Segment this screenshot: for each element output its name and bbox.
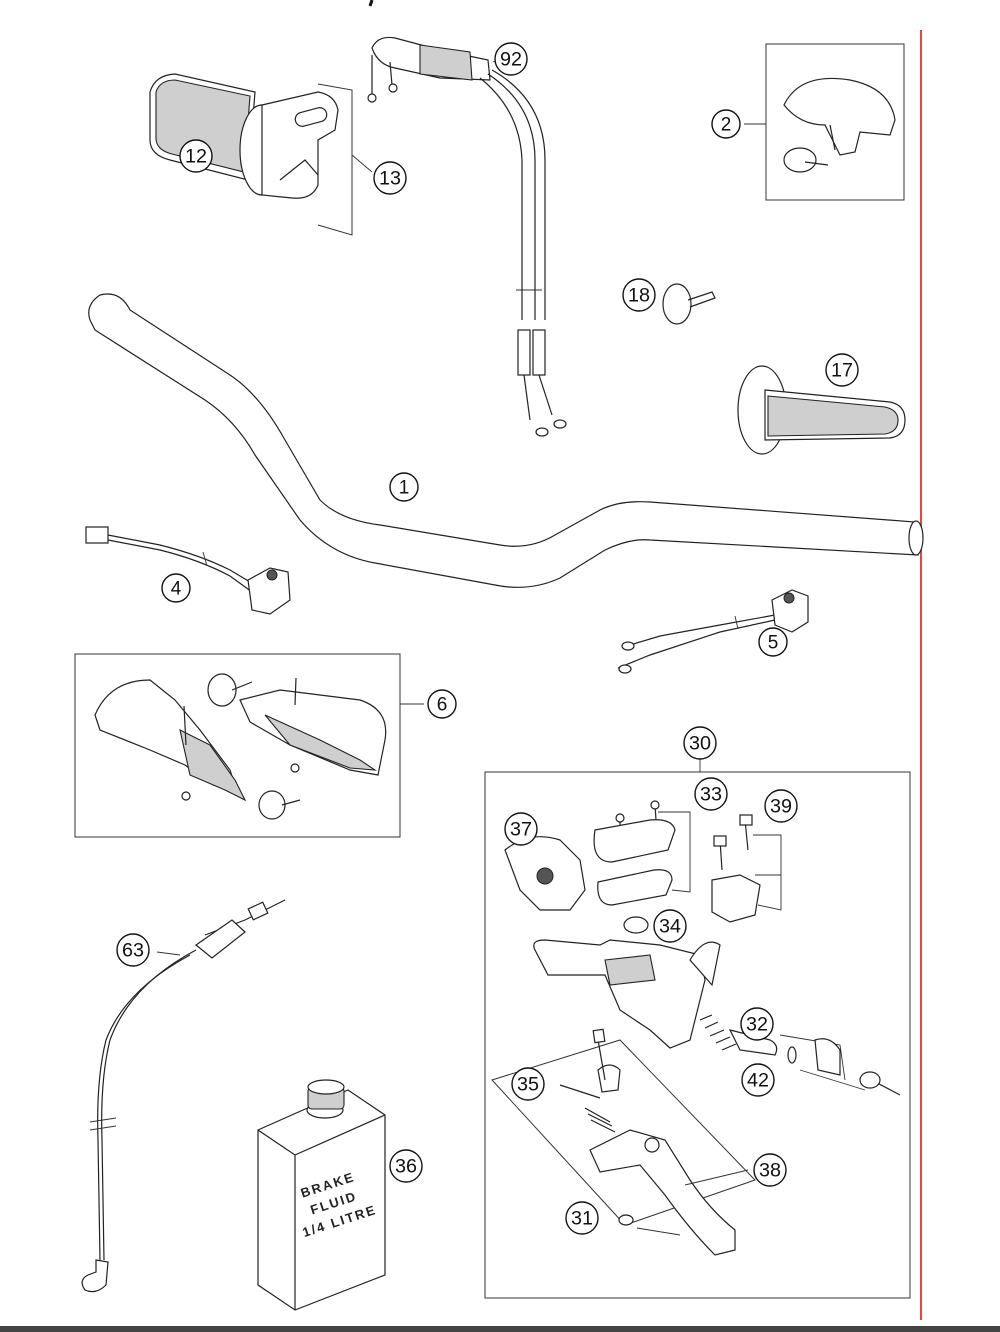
callout-number: 6: [437, 695, 448, 716]
bottom-bar: [0, 1326, 1000, 1332]
callout-number: 92: [500, 50, 522, 71]
callout-number: 1: [399, 478, 410, 499]
callout-number: 37: [510, 820, 532, 841]
callout-number: 12: [185, 147, 207, 168]
switch-right-part: [617, 589, 809, 674]
callout-number: 39: [770, 797, 792, 818]
master-cylinder-assembly: [484, 757, 911, 1299]
callout-circle: [389, 1149, 423, 1183]
callout-circle: [758, 627, 788, 657]
callout-number: 5: [768, 633, 779, 654]
callout-number: 36: [395, 1157, 417, 1178]
callout-circle: [116, 933, 150, 967]
callout-circle: [825, 353, 859, 387]
brake-fluid-can-part: [257, 1079, 386, 1311]
callout-number: 38: [759, 1161, 781, 1182]
callout-circle: [711, 109, 741, 139]
callout-31: 31: [565, 1201, 599, 1235]
callout-33: 33: [694, 777, 728, 811]
callout-number: 32: [746, 1015, 768, 1036]
callout-number: 34: [659, 917, 681, 938]
callout-30: 30: [683, 726, 717, 760]
switch-left-part: [85, 526, 291, 615]
callout-63: 63: [116, 933, 150, 967]
top-artifact: [368, 0, 374, 7]
callout-92: 92: [494, 42, 528, 76]
callout-36: 36: [389, 1149, 423, 1183]
callout-circle: [741, 1063, 775, 1097]
callout-circle: [565, 1201, 599, 1235]
callout-number: 33: [700, 785, 722, 806]
callout-13: 13: [373, 161, 407, 195]
callout-35: 35: [511, 1067, 545, 1101]
callout-circle: [764, 789, 798, 823]
callout-2: 2: [711, 109, 741, 139]
callout-number: 17: [831, 361, 853, 382]
callout-32: 32: [740, 1007, 774, 1041]
throttle-cables-part: [367, 36, 567, 437]
callout-5: 5: [758, 627, 788, 657]
callout-number: 18: [628, 286, 650, 307]
callout-circle: [179, 139, 213, 173]
callout-1: 1: [389, 472, 419, 502]
brake-hose-part: [81, 899, 286, 1293]
callout-number: 42: [747, 1071, 769, 1092]
callout-circle: [653, 909, 687, 943]
callout-number: 30: [689, 734, 711, 755]
callout-number: 2: [721, 115, 732, 136]
callout-circle: [511, 1067, 545, 1101]
callout-number: 63: [122, 941, 144, 962]
callout-number: 35: [517, 1075, 539, 1096]
callout-39: 39: [764, 789, 798, 823]
callout-circle: [494, 42, 528, 76]
callout-12: 12: [179, 139, 213, 173]
callout-number: 13: [379, 169, 401, 190]
callout-18: 18: [622, 278, 656, 312]
callout-circle: [161, 573, 191, 603]
callout-circle: [740, 1007, 774, 1041]
callout-circle: [622, 278, 656, 312]
handguards-part: [74, 653, 424, 838]
callout-circle: [389, 472, 419, 502]
callout-42: 42: [741, 1063, 775, 1097]
callout-17: 17: [825, 353, 859, 387]
callout-circle: [694, 777, 728, 811]
throttle-grip-part: [149, 73, 373, 236]
callout-34: 34: [653, 909, 687, 943]
callout-number: 31: [571, 1209, 593, 1230]
callout-38: 38: [753, 1153, 787, 1187]
grip-right-part: [737, 365, 906, 455]
callout-number: 4: [171, 579, 182, 600]
callout-6: 6: [427, 689, 457, 719]
callout-circle: [683, 726, 717, 760]
callout-4: 4: [161, 573, 191, 603]
callout-circle: [753, 1153, 787, 1187]
cable-tie-part: [662, 283, 716, 325]
callout-circle: [373, 161, 407, 195]
callout-circle: [504, 812, 538, 846]
bar-pad-part: [744, 43, 905, 201]
callout-37: 37: [504, 812, 538, 846]
callout-circle: [427, 689, 457, 719]
handlebar-part: [88, 293, 924, 588]
